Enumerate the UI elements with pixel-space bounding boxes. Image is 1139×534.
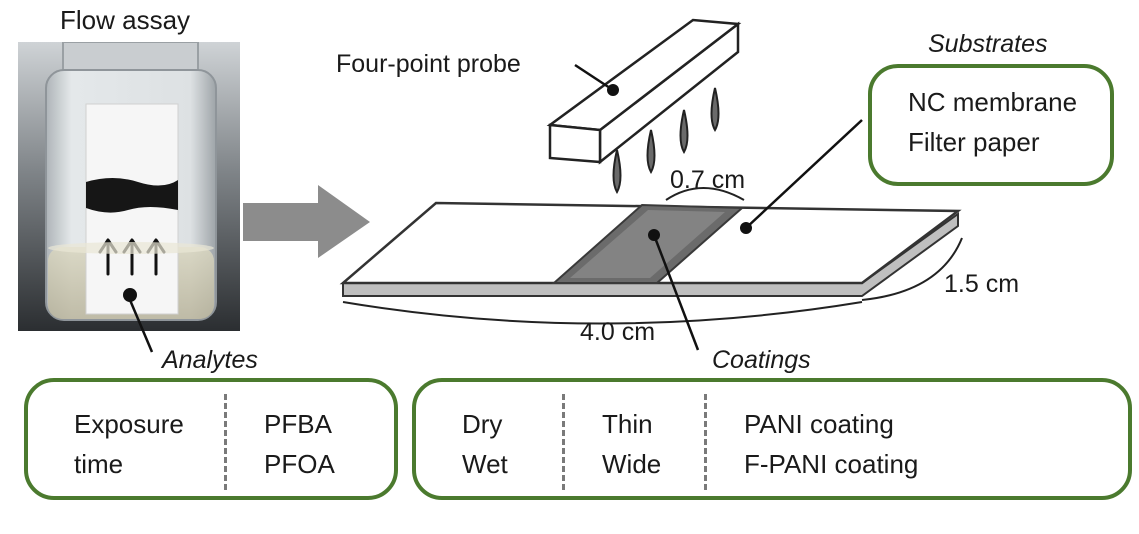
coating-thickness: Thin bbox=[602, 409, 653, 439]
probe-label: Four-point probe bbox=[336, 50, 521, 78]
divider bbox=[224, 394, 227, 490]
substrate-item: NC membrane bbox=[908, 87, 1078, 117]
analytes-box: Exposure time PFBA PFOA bbox=[24, 378, 398, 500]
analyte-param: Exposure bbox=[74, 409, 184, 439]
coating-thickness: Wide bbox=[602, 449, 662, 480]
divider bbox=[704, 394, 707, 490]
coatings-box: Dry Wet Thin Wide PANI coating F-PANI co… bbox=[412, 378, 1132, 500]
vial-photo bbox=[18, 42, 240, 331]
analytes-heading: Analytes bbox=[162, 346, 258, 374]
analyte-param: time bbox=[74, 449, 124, 480]
four-point-probe bbox=[546, 18, 742, 194]
divider bbox=[562, 394, 565, 490]
strip-length-label: 4.0 cm bbox=[580, 318, 656, 346]
photo-title: Flow assay bbox=[60, 5, 191, 35]
coating-type: PANI coating bbox=[744, 409, 894, 439]
coatings-heading: Coatings bbox=[712, 346, 811, 374]
coating-state: Dry bbox=[462, 409, 503, 439]
coating-type: F-PANI coating bbox=[744, 449, 919, 480]
analyte-item: PFOA bbox=[264, 449, 335, 480]
flow-arrow bbox=[243, 185, 370, 258]
substrates-heading: Substrates bbox=[928, 30, 1048, 58]
coating-width-label: 0.7 cm bbox=[670, 166, 746, 194]
strip-width-label: 1.5 cm bbox=[944, 270, 1020, 298]
substrates-box: NC membrane Filter paper bbox=[868, 64, 1114, 186]
coating-state: Wet bbox=[462, 449, 508, 480]
analyte-item: PFBA bbox=[264, 409, 332, 439]
substrate-item: Filter paper bbox=[908, 127, 1040, 158]
